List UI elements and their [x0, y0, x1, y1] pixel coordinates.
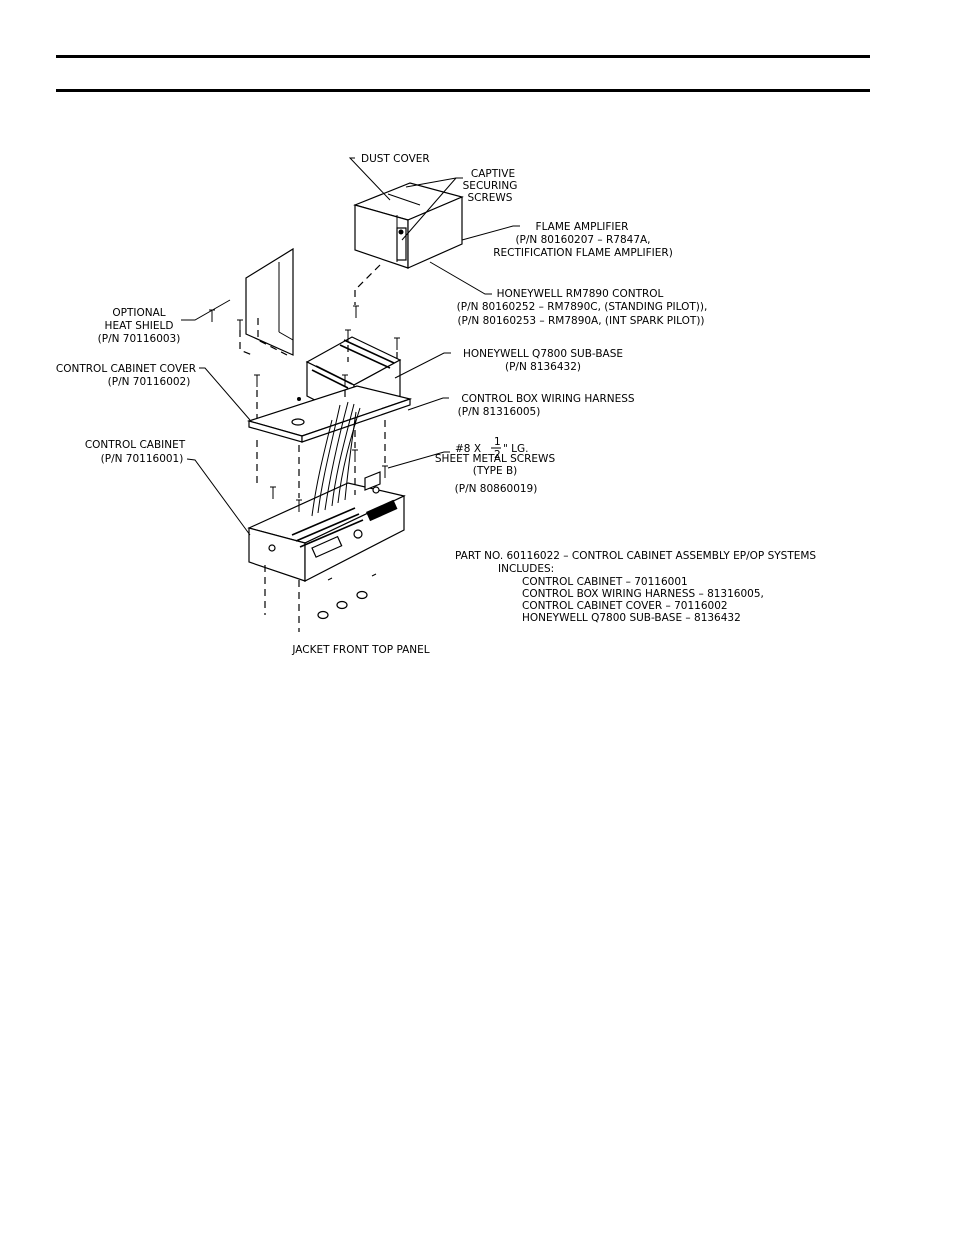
screw — [342, 374, 348, 387]
label-cabinet-2: (P/N 70116001) — [101, 453, 184, 465]
cabinet-drawing — [247, 471, 406, 582]
label-flame-amp-1: FLAME AMPLIFIER — [536, 221, 629, 233]
label-rm7890-2: (P/N 80160252 – RM7890C, (STANDING PILOT… — [457, 301, 708, 313]
label-heat-shield-1: OPTIONAL — [112, 307, 165, 319]
label-cover-2: (P/N 70116002) — [108, 376, 191, 388]
label-rm7890-1: HONEYWELL RM7890 CONTROL — [497, 288, 664, 300]
assembly-note-item: HONEYWELL Q7800 SUB-BASE – 8136432 — [522, 612, 741, 624]
label-flame-amp-2: (P/N 80160207 – R7847A, — [515, 234, 650, 246]
label-screws-2: SHEET METAL SCREWS — [435, 453, 556, 465]
label-flame-amp-3: RECTIFICATION FLAME AMPLIFIER) — [493, 247, 673, 259]
label-screws-size-suffix: " LG. — [503, 443, 529, 455]
label-cabinet-1: CONTROL CABINET — [85, 439, 186, 451]
label-heat-shield-2: HEAT SHIELD — [105, 320, 174, 332]
screw — [353, 305, 359, 318]
assembly-note-item: CONTROL BOX WIRING HARNESS – 81316005, — [522, 588, 764, 600]
assembly-note: PART NO. 60116022 – CONTROL CABINET ASSE… — [455, 550, 816, 624]
screw — [254, 374, 260, 387]
labels: DUST COVER CAPTIVE SECURING SCREWS FLAME… — [56, 153, 707, 656]
label-captive-2: SECURING — [463, 180, 518, 192]
alignment-lines — [256, 264, 398, 632]
label-screws-size-prefix: #8 X — [455, 443, 481, 455]
jacket-panel-holes — [317, 573, 377, 620]
label-rm7890-3: (P/N 80160253 – RM7890A, (INT SPARK PILO… — [457, 315, 704, 327]
screw — [270, 486, 276, 499]
label-captive-3: SCREWS — [468, 192, 513, 204]
header-rule-top — [56, 55, 870, 58]
label-jacket-panel: JACKET FRONT TOP PANEL — [291, 644, 429, 656]
label-screws-fraction-numerator: 1 — [494, 436, 501, 448]
label-harness-1: CONTROL BOX WIRING HARNESS — [461, 393, 634, 405]
screw — [296, 499, 302, 512]
label-subbase-2: (P/N 8136432) — [505, 361, 581, 373]
assembly-note-title: PART NO. 60116022 – CONTROL CABINET ASSE… — [455, 550, 816, 562]
label-subbase-1: HONEYWELL Q7800 SUB-BASE — [463, 348, 623, 360]
label-heat-shield-3: (P/N 70116003) — [98, 333, 181, 345]
header-rule-bottom — [56, 89, 870, 92]
screw — [345, 329, 351, 342]
label-screws-fraction-denominator: 2 — [494, 449, 501, 461]
screw — [352, 449, 358, 462]
label-dust-cover: DUST COVER — [361, 153, 430, 165]
cabinet-terminal-block — [291, 507, 364, 548]
label-harness-2: (P/N 81316005) — [458, 406, 541, 418]
label-screws-4: (P/N 80860019) — [455, 483, 538, 495]
leader-lines — [181, 157, 520, 536]
assembly-note-item: CONTROL CABINET – 70116001 — [522, 576, 688, 588]
label-screws-3: (TYPE B) — [473, 465, 518, 477]
assembly-note-item: CONTROL CABINET COVER – 70116002 — [522, 600, 728, 612]
heat-shield-drawing — [239, 247, 294, 356]
screw — [394, 337, 400, 350]
screw — [382, 465, 388, 478]
dust-cover-drawing — [353, 182, 464, 269]
screws — [209, 305, 400, 512]
label-cover-1: CONTROL CABINET COVER — [56, 363, 196, 375]
label-captive-1: CAPTIVE — [471, 168, 515, 180]
screw — [237, 319, 243, 332]
assembly-note-includes: INCLUDES: — [498, 563, 554, 575]
cabinet-cover-drawing — [246, 385, 413, 443]
